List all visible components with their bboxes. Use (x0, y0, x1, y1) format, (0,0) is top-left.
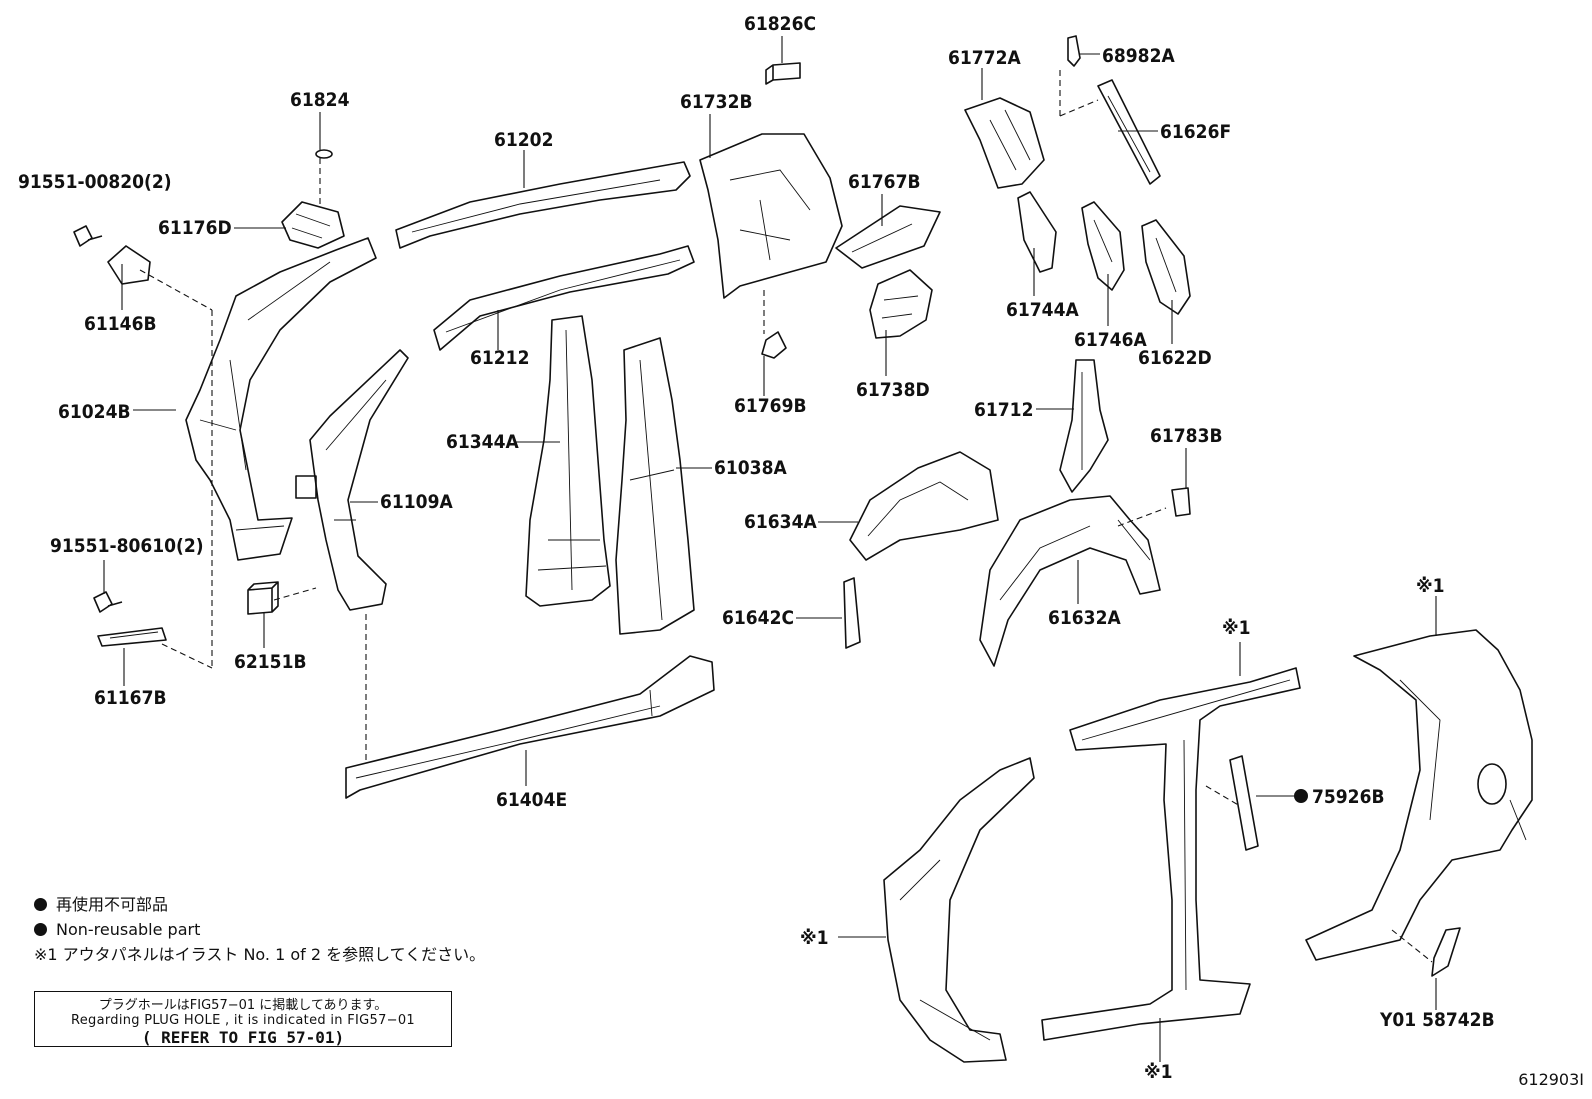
label-Y01-58742B: Y01 58742B (1379, 1009, 1495, 1031)
label-91551-80610: 91551-80610(2) (50, 535, 204, 557)
bullet-icon (34, 923, 47, 936)
label-61634A: 61634A (744, 511, 817, 533)
label-61167B: 61167B (94, 687, 167, 709)
figure-id: 612903I (1518, 1070, 1584, 1089)
legend-en-text: Non-reusable part (56, 920, 201, 939)
legend: 再使用不可部品 Non-reusable part ※1 アウタパネルはイラスト… (34, 893, 485, 968)
label-61146B: 61146B (84, 313, 157, 335)
note-line-en: Regarding PLUG HOLE , it is indicated in… (71, 1013, 415, 1028)
label-75926B: 75926B (1312, 786, 1385, 808)
label-61344A: 61344A (446, 431, 519, 453)
label-61738D: 61738D (856, 379, 930, 401)
leader-lines (103, 36, 1437, 1062)
label-61212: 61212 (470, 347, 529, 369)
label-ref1-front: ※1 (800, 927, 829, 949)
part-drawings (73, 35, 1533, 1063)
label-61176D: 61176D (158, 217, 232, 239)
label-61824: 61824 (290, 89, 350, 111)
label-ref1-quarter: ※1 (1416, 575, 1445, 597)
legend-row-jp: 再使用不可部品 (34, 893, 485, 918)
label-61783B: 61783B (1150, 425, 1223, 447)
label-61632A: 61632A (1048, 607, 1121, 629)
plug-hole-note: プラグホールはFIG57−01 に掲載してあります。 Regarding PLU… (34, 991, 452, 1047)
label-61024B: 61024B (58, 401, 131, 423)
label-68982A: 68982A (1102, 45, 1175, 67)
legend-row-en: Non-reusable part (34, 918, 485, 943)
legend-row-ref: ※1 アウタパネルはイラスト No. 1 of 2 を参照してください。 (34, 943, 485, 968)
label-61769B: 61769B (734, 395, 807, 417)
label-61712: 61712 (974, 399, 1033, 421)
label-ref1-roof: ※1 (1222, 617, 1251, 639)
label-61744A: 61744A (1006, 299, 1079, 321)
legend-jp-text: 再使用不可部品 (56, 895, 169, 914)
label-61109A: 61109A (380, 491, 453, 513)
part-labels: 61826C 68982A 61772A 61824 61732B 61626F… (18, 13, 1495, 1083)
label-61626F: 61626F (1160, 121, 1231, 143)
label-61746A: 61746A (1074, 329, 1147, 351)
label-61767B: 61767B (848, 171, 921, 193)
bullet-icon (34, 898, 47, 911)
label-ref1-rocker: ※1 (1144, 1061, 1173, 1083)
label-61772A: 61772A (948, 47, 1021, 69)
note-line-jp: プラグホールはFIG57−01 に掲載してあります。 (98, 998, 388, 1013)
legend-ref-text: ※1 アウタパネルはイラスト No. 1 of 2 を参照してください。 (34, 945, 486, 964)
label-61642C: 61642C (722, 607, 794, 629)
note-line-ref: ( REFER TO FIG 57-01) (141, 1028, 345, 1047)
label-61826C: 61826C (744, 13, 816, 35)
label-91551-00820: 91551-00820(2) (18, 171, 172, 193)
label-61038A: 61038A (714, 457, 787, 479)
label-61404E: 61404E (496, 789, 567, 811)
label-61622D: 61622D (1138, 347, 1212, 369)
label-62151B: 62151B (234, 651, 307, 673)
label-61202: 61202 (494, 129, 553, 151)
label-61732B: 61732B (680, 91, 753, 113)
non-reusable-dot-icon (1294, 789, 1308, 803)
